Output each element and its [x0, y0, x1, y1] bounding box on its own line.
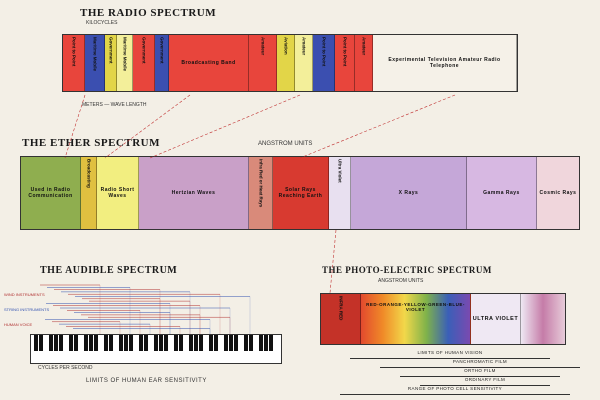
cycles-per-second-label: CYCLES PER SECOND [38, 365, 93, 371]
audible-spectrum-title: THE AUDIBLE SPECTRUM [40, 265, 178, 276]
black-key [159, 335, 163, 351]
connector-line [299, 94, 456, 159]
black-key [89, 335, 93, 351]
ether-segment: X Rays [351, 157, 467, 229]
radio-segment: Maritime Mobile [117, 35, 133, 91]
radio-spectrum-title: THE RADIO SPECTRUM [80, 7, 217, 19]
black-key [129, 335, 133, 351]
connector-line [104, 94, 191, 159]
photo-range-line: PANCHROMATIC FILM [380, 359, 580, 368]
black-key [69, 335, 73, 351]
connector-line [329, 229, 337, 294]
black-key [119, 335, 123, 351]
radio-segment: Amateur [295, 35, 313, 91]
ether-segment: Hertzian Waves [139, 157, 249, 229]
connector-line [149, 94, 301, 159]
black-key [39, 335, 43, 351]
black-key [234, 335, 238, 351]
human-ear-limits-label: LIMITS OF HUMAN EAR SENSITIVITY [86, 378, 207, 384]
ether-segment: Gamma Rays [467, 157, 537, 229]
radio-segment: Point to Point [313, 35, 335, 91]
ether-spectrum-title: THE ETHER SPECTRUM [22, 137, 160, 149]
black-key [269, 335, 273, 351]
black-key [124, 335, 128, 351]
black-key [94, 335, 98, 351]
photo-range-line: LIMITS OF HUMAN VISION [350, 350, 550, 359]
black-key [59, 335, 63, 351]
photo-visible: RED-ORANGE-YELLOW-GREEN-BLUE-VIOLET [361, 294, 471, 344]
radio-segment: Amateur [355, 35, 373, 91]
black-key [259, 335, 263, 351]
legend-string: STRING INSTRUMENTS [4, 307, 50, 312]
black-key [244, 335, 248, 351]
black-key [54, 335, 58, 351]
connector-line [64, 94, 86, 159]
photo-electric-bar: INFRA RED RED-ORANGE-YELLOW-GREEN-BLUE-V… [320, 293, 566, 345]
black-key [224, 335, 228, 351]
black-key [194, 335, 198, 351]
photo-ultra-violet: ULTRA VIOLET [471, 294, 521, 344]
black-key [109, 335, 113, 351]
piano-keyboard [30, 334, 282, 364]
black-key [49, 335, 53, 351]
ether-segment: Used in Radio Communication [21, 157, 81, 229]
radio-segment: Point to Point [335, 35, 355, 91]
ether-segment: Radio Short Waves [97, 157, 139, 229]
color-band-label: RED-ORANGE-YELLOW-GREEN-BLUE-VIOLET [366, 302, 465, 312]
radio-segment: Experimental Television Amateur Radio Te… [373, 35, 517, 91]
black-key [104, 335, 108, 351]
meters-wavelength-label: METERS — WAVE LENGTH [82, 102, 147, 108]
black-key [209, 335, 213, 351]
photo-angstrom-label: ANGSTROM UNITS [378, 278, 424, 284]
black-key [74, 335, 78, 351]
radio-segment: Maritime Mobile [85, 35, 105, 91]
black-key [264, 335, 268, 351]
black-key [34, 335, 38, 351]
legend-voice: HUMAN VOICE [4, 322, 33, 327]
radio-segment: Broadcasting Band [169, 35, 249, 91]
black-key [189, 335, 193, 351]
black-key [229, 335, 233, 351]
radio-segment: Government [105, 35, 117, 91]
black-key [154, 335, 158, 351]
black-key [214, 335, 218, 351]
kilocycles-label: KILOCYCLES [86, 20, 118, 26]
ether-segment: Broadcasting [81, 157, 97, 229]
black-key [179, 335, 183, 351]
legend-wind: WIND INSTRUMENTS [4, 292, 45, 297]
ether-angstrom-label: ANGSTROM UNITS [258, 141, 313, 147]
radio-segment: Government [133, 35, 155, 91]
black-key [139, 335, 143, 351]
black-key [84, 335, 88, 351]
radio-segment: Aviation [277, 35, 295, 91]
black-key [164, 335, 168, 351]
white-key [276, 335, 281, 363]
photo-electric-title: THE PHOTO-ELECTRIC SPECTRUM [322, 265, 492, 275]
photo-range-line: ORTHO FILM [400, 368, 560, 377]
photo-beyond [521, 294, 565, 344]
ether-segment: Infra Red or Heat Rays [249, 157, 273, 229]
black-key [199, 335, 203, 351]
photo-range-line: ORDINARY FILM [420, 377, 550, 386]
black-key [144, 335, 148, 351]
black-key [249, 335, 253, 351]
photo-infra-red: INFRA RED [321, 294, 361, 344]
radio-segment: Amateur [249, 35, 277, 91]
ether-segment: Ultra Violet [329, 157, 351, 229]
radio-segment: Government [155, 35, 169, 91]
photo-range-line: RANGE OF PHOTO CELL SENSITIVITY [340, 386, 570, 395]
black-key [174, 335, 178, 351]
ether-segment: Solar Rays Reaching Earth [273, 157, 329, 229]
radio-segment: Point to Point [63, 35, 85, 91]
ether-segment: Cosmic Rays [537, 157, 579, 229]
